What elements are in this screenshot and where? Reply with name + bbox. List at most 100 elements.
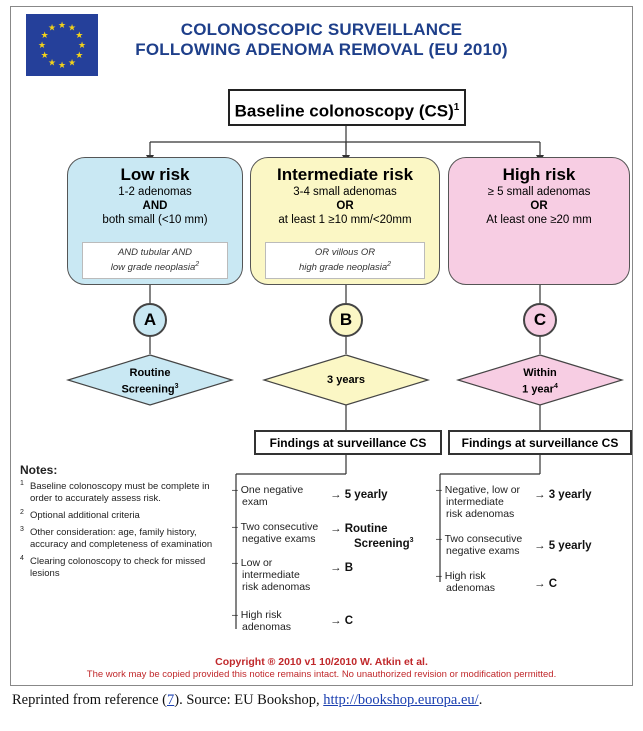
intermediate-risk-optional-criteria: OR villous OR high grade neoplasia2 bbox=[265, 242, 425, 280]
flag-star-icon: ★ bbox=[78, 40, 86, 50]
notes-heading: Notes: bbox=[20, 463, 58, 477]
condition-line: exam bbox=[242, 496, 268, 508]
high-risk-line-1: ≥ 5 small adenomas bbox=[487, 186, 591, 198]
condition-line: Low or bbox=[240, 557, 273, 569]
condition-line: adenomas bbox=[446, 582, 496, 594]
diamond-c-label: Within 1 year4 bbox=[490, 367, 590, 397]
findings-box-intermediate: Findings at surveillance CS bbox=[254, 430, 442, 455]
condition-line: Two consecutive bbox=[444, 533, 523, 545]
intermediate-risk-box: Intermediate risk 3-4 small adenomas OR … bbox=[250, 157, 440, 285]
letter-a-circle: A bbox=[133, 303, 167, 337]
low-risk-line-2: AND bbox=[142, 200, 168, 212]
low-risk-line-3: both small (<10 mm) bbox=[102, 214, 208, 226]
caption-suffix: . bbox=[478, 692, 483, 708]
baseline-box: Baseline colonoscopy (CS)1 bbox=[228, 89, 466, 126]
condition-line: Negative, low or bbox=[444, 484, 521, 496]
condition-line: negative exams bbox=[242, 533, 316, 545]
baseline-sup: 1 bbox=[453, 102, 460, 113]
note-text: Other consideration: age, family history… bbox=[30, 527, 213, 550]
flag-star-icon: ★ bbox=[68, 57, 76, 67]
int-outcome-4-condition: – High risk adenomas bbox=[232, 609, 292, 633]
high-risk-line-2: OR bbox=[530, 200, 548, 212]
diamond-a-sup: 3 bbox=[174, 383, 179, 390]
caption-prefix: Reprinted from reference ( bbox=[12, 692, 167, 708]
note-item: 2 Optional additional criteria bbox=[20, 509, 215, 522]
diamond-routine-screening bbox=[65, 354, 235, 406]
high-outcome-1-result: → 3 yearly bbox=[534, 489, 592, 501]
letter-c-circle: C bbox=[523, 303, 557, 337]
diamond-b-label: 3 years bbox=[327, 374, 365, 386]
result-text: 3 yearly bbox=[548, 489, 592, 501]
arrow-icon: → bbox=[534, 489, 546, 501]
arrow-icon: → bbox=[330, 615, 342, 627]
int-outcome-1-result: → 5 yearly bbox=[330, 489, 388, 501]
flag-star-icon: ★ bbox=[41, 50, 49, 60]
caption-middle: ). Source: EU Bookshop, bbox=[174, 692, 324, 708]
low-risk-line-1: 1-2 adenomas bbox=[118, 186, 192, 198]
condition-line: risk adenomas bbox=[446, 508, 515, 520]
flag-star-icon: ★ bbox=[68, 23, 76, 33]
condition-line: risk adenomas bbox=[242, 581, 311, 593]
low-risk-inner-1: AND tubular AND bbox=[117, 247, 193, 258]
intermediate-risk-line-2: OR bbox=[336, 200, 354, 212]
intermediate-risk-inner-1: OR villous OR bbox=[314, 247, 376, 258]
baseline-label: Baseline colonoscopy (CS) bbox=[234, 101, 454, 121]
note-text: Baseline colonoscopy must be complete in… bbox=[30, 481, 210, 504]
int-outcome-2-result: → Routine Screening3 bbox=[330, 523, 414, 550]
flag-star-icon: ★ bbox=[58, 20, 66, 30]
intermediate-risk-line-1: 3-4 small adenomas bbox=[293, 186, 397, 198]
int-outcome-1-condition: – One negative exam bbox=[232, 484, 304, 508]
diamond-c-line-1: Within bbox=[523, 367, 557, 379]
copyright-line-1: Copyright ® 2010 v1 10/2010 W. Atkin et … bbox=[215, 656, 428, 668]
arrow-icon: → bbox=[330, 523, 342, 535]
low-risk-inner-2: low grade neoplasia bbox=[110, 262, 196, 274]
eu-flag-logo: ★★★★★★★★★★★★ bbox=[26, 14, 98, 76]
bookshop-link[interactable]: http://bookshop.europa.eu/ bbox=[323, 692, 479, 708]
flag-star-icon: ★ bbox=[58, 60, 66, 70]
figure-caption: Reprinted from reference (7). Source: EU… bbox=[12, 692, 482, 709]
high-risk-line-3: At least one ≥20 mm bbox=[486, 214, 592, 226]
arrow-icon: → bbox=[330, 489, 342, 501]
arrow-icon: → bbox=[534, 578, 546, 590]
diamond-3-years bbox=[261, 354, 431, 406]
result-text: 5 yearly bbox=[344, 489, 388, 501]
low-risk-box: Low risk 1-2 adenomas AND both small (<1… bbox=[67, 157, 243, 285]
condition-line: adenomas bbox=[242, 621, 292, 633]
high-risk-heading: High risk bbox=[502, 165, 576, 184]
condition-line: intermediate bbox=[242, 569, 300, 581]
note-text: Optional additional criteria bbox=[30, 510, 140, 521]
result-text: 5 yearly bbox=[548, 540, 592, 552]
condition-line: Two consecutive bbox=[240, 521, 319, 533]
arrow-icon: → bbox=[534, 540, 546, 552]
condition-line: intermediate bbox=[446, 496, 504, 508]
high-outcome-3-condition: – High risk adenomas bbox=[436, 570, 496, 594]
note-number: 4 bbox=[20, 555, 24, 562]
int-outcome-3-condition: – Low or intermediate risk adenomas bbox=[232, 557, 311, 593]
copyright-line-2: The work may be copied provided this not… bbox=[86, 669, 557, 680]
title-line-1: COLONOSCOPIC SURVEILLANCE bbox=[180, 20, 463, 39]
high-outcome-2-result: → 5 yearly bbox=[534, 540, 592, 552]
intermediate-risk-inner-sup: 2 bbox=[387, 261, 392, 268]
condition-line: negative exams bbox=[446, 545, 520, 557]
result-sup: 3 bbox=[409, 537, 414, 544]
flag-star-icon: ★ bbox=[48, 23, 56, 33]
result-text: C bbox=[344, 615, 354, 627]
high-outcome-3-result: → C bbox=[534, 578, 557, 590]
condition-line: High risk bbox=[444, 570, 486, 582]
condition-line: One negative bbox=[240, 484, 304, 496]
note-number: 2 bbox=[20, 509, 24, 516]
diamond-a-label: Routine Screening3 bbox=[100, 367, 200, 397]
reference-link[interactable]: 7 bbox=[166, 692, 175, 708]
diamond-within-1-year bbox=[455, 354, 625, 406]
flag-star-icon: ★ bbox=[75, 30, 83, 40]
flag-star-icon: ★ bbox=[48, 57, 56, 67]
diamond-a-line-2: Screening bbox=[121, 383, 175, 396]
letter-b-circle: B bbox=[329, 303, 363, 337]
diamond-a-line-1: Routine bbox=[129, 367, 171, 379]
high-risk-box: High risk ≥ 5 small adenomas OR At least… bbox=[448, 157, 630, 285]
int-outcome-2-condition: – Two consecutive negative exams bbox=[232, 521, 319, 545]
low-risk-optional-criteria: AND tubular AND low grade neoplasia2 bbox=[82, 242, 228, 280]
